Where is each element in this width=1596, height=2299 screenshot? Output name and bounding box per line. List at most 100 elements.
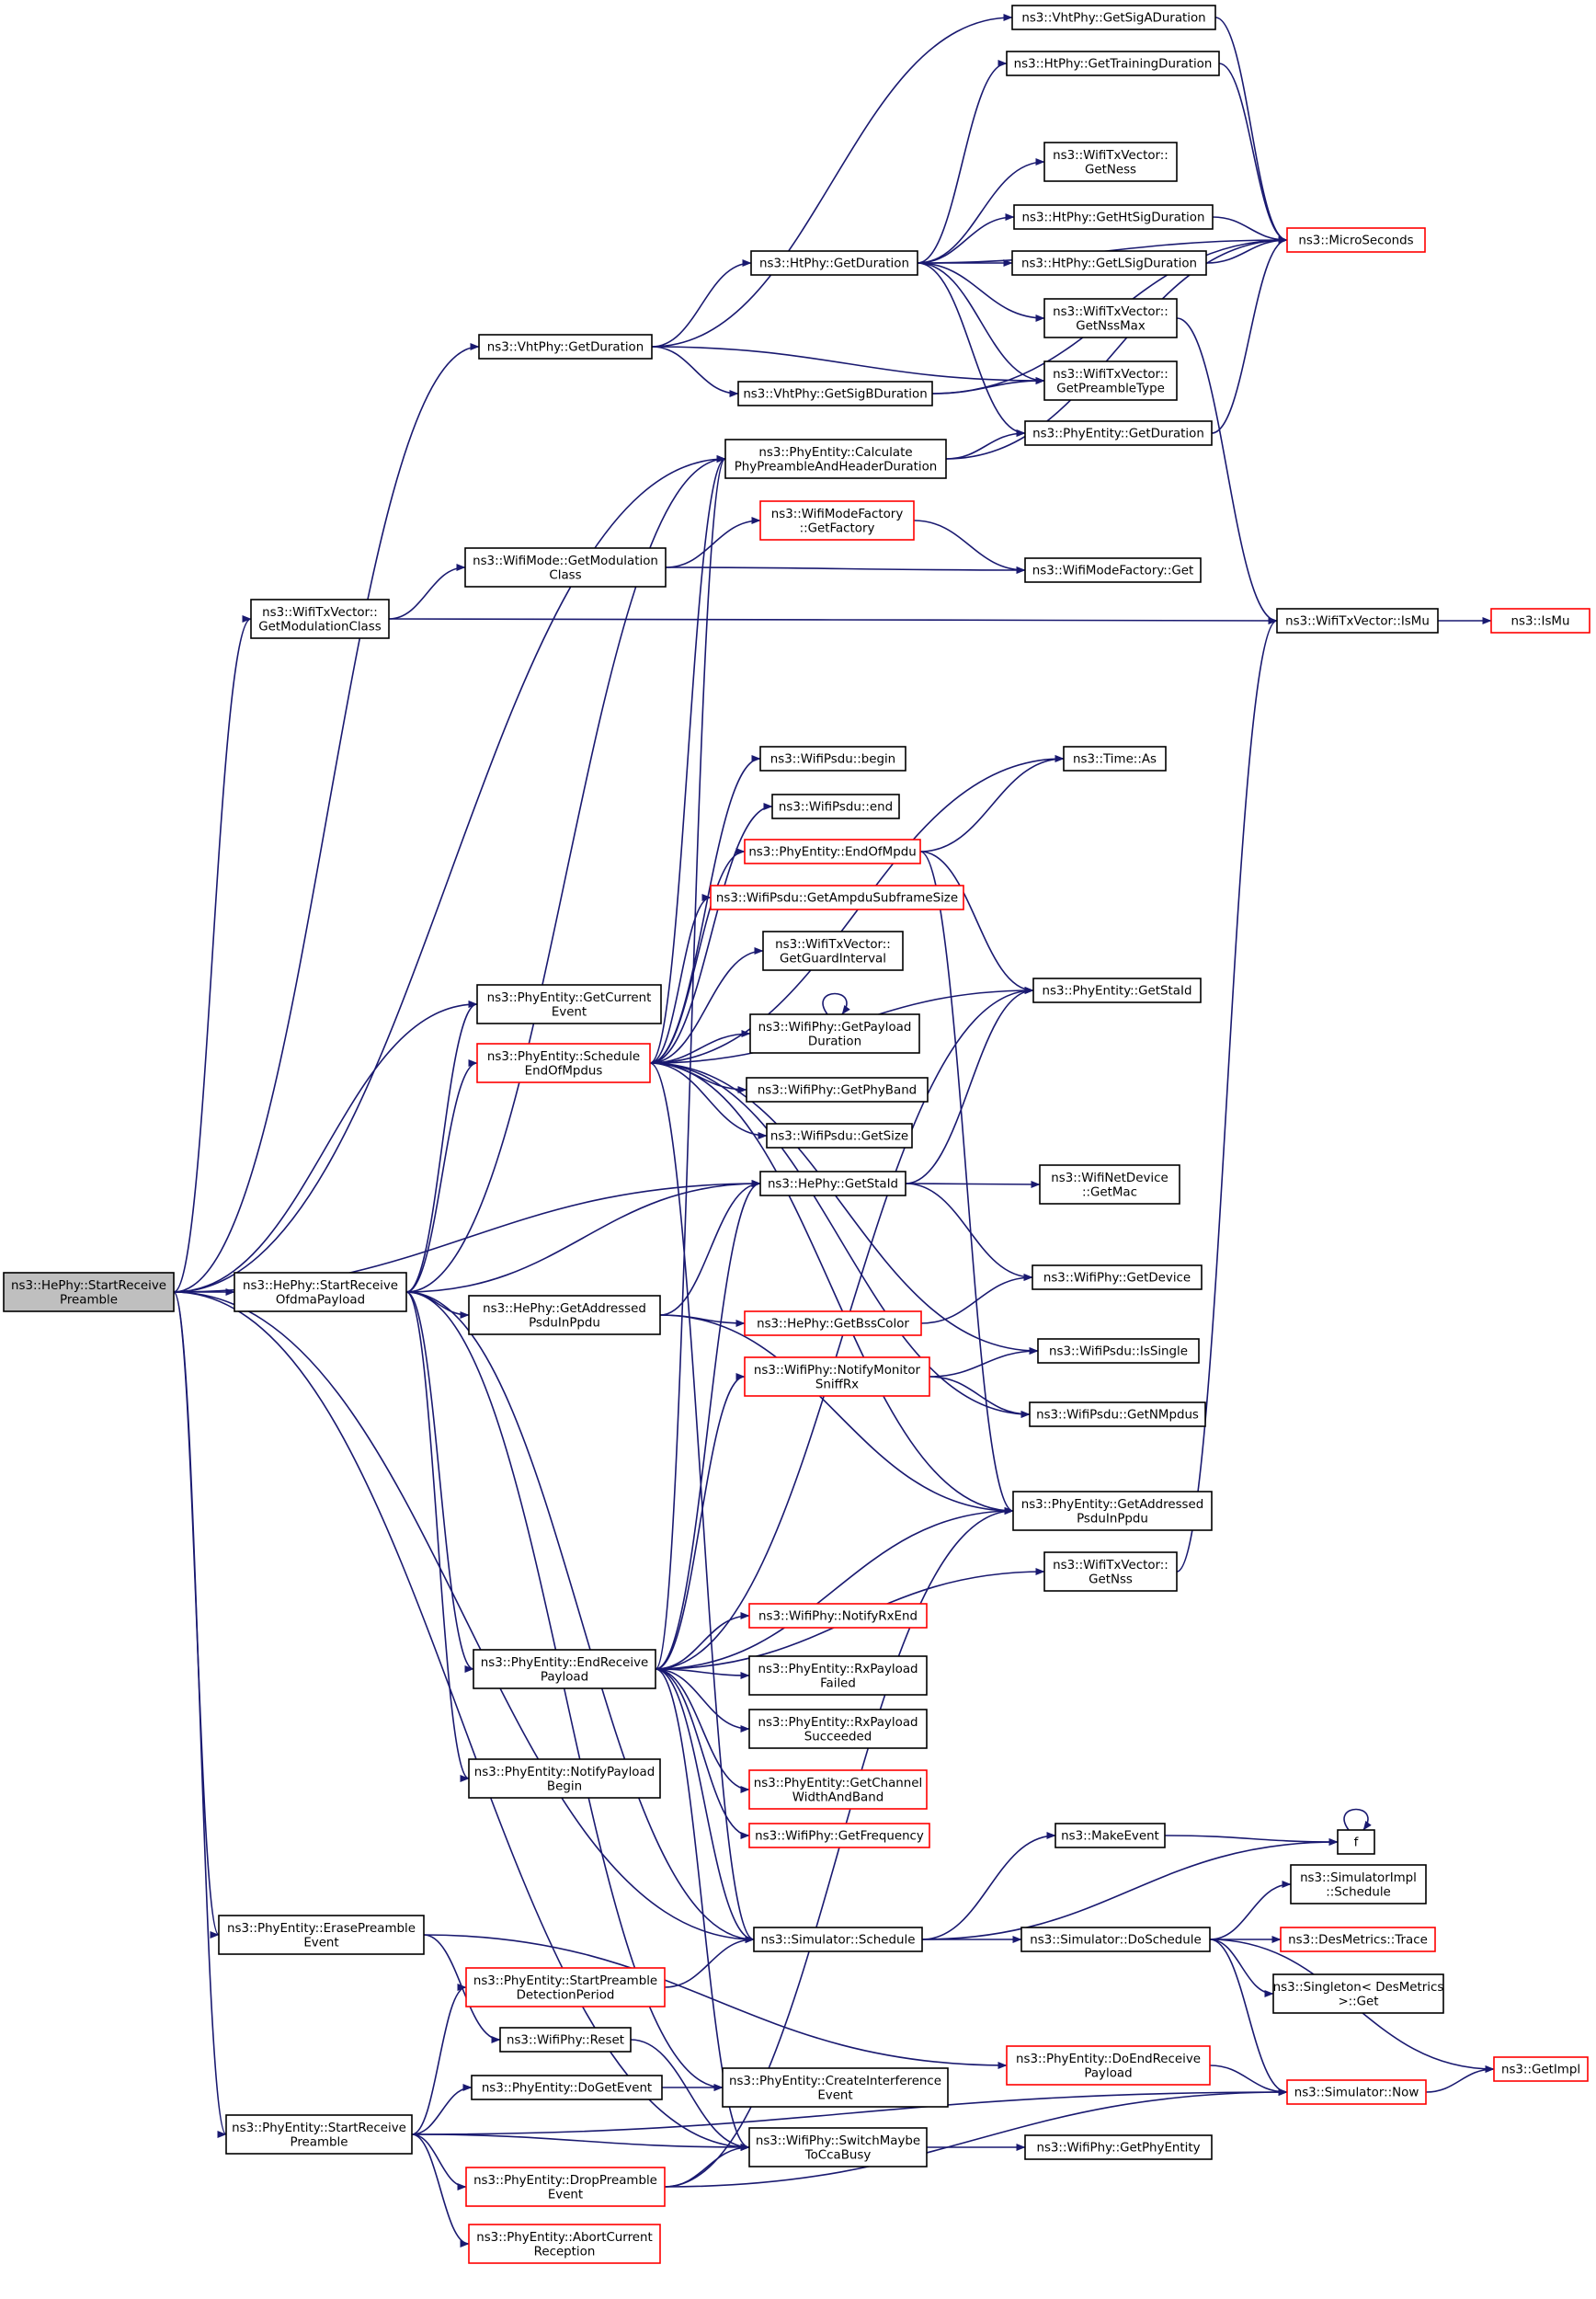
graph-node-gethtsig[interactable]: ns3::HtPhy::GetHtSigDuration <box>1013 204 1214 230</box>
graph-node-getbsscolor[interactable]: ns3::HePhy::GetBssColor <box>744 1310 922 1336</box>
node-box <box>1032 978 1202 1003</box>
node-label-line: ns3::WifiPhy::GetFrequency <box>755 1830 924 1844</box>
graph-node-desmetricstrace[interactable]: ns3::DesMetrics::Trace <box>1280 1927 1436 1952</box>
call-edge <box>917 158 1045 264</box>
graph-node-ampdusize[interactable]: ns3::WifiPsdu::GetAmpduSubframeSize <box>710 885 964 910</box>
graph-node-ismu[interactable]: ns3::IsMu <box>1490 608 1590 634</box>
node-box <box>1063 746 1167 772</box>
graph-node-timeas[interactable]: ns3::Time::As <box>1063 746 1167 772</box>
graph-node-getness[interactable]: ns3::WifiTxVector::GetNess <box>1043 142 1178 182</box>
graph-node-getlsig[interactable]: ns3::HtPhy::GetLSigDuration <box>1011 250 1207 276</box>
graph-node-guardinterval[interactable]: ns3::WifiTxVector::GetGuardInterval <box>762 931 904 971</box>
graph-node-hegetstaid[interactable]: ns3::HePhy::GetStaId <box>759 1171 906 1196</box>
call-edge <box>917 213 1015 264</box>
graph-node-vhtgetduration[interactable]: ns3::VhtPhy::GetDuration <box>478 334 653 360</box>
graph-node-f[interactable]: f <box>1337 1829 1375 1855</box>
graph-node-psdugetsize[interactable]: ns3::WifiPsdu::GetSize <box>766 1123 913 1149</box>
call-edge <box>411 2133 467 2190</box>
call-edge <box>649 1062 1039 1355</box>
node-label-line: ns3::WifiTxVector::IsMu <box>1285 615 1430 629</box>
graph-node-getsiga[interactable]: ns3::VhtPhy::GetSigADuration <box>1011 5 1216 30</box>
graph-node-getmac[interactable]: ns3::WifiNetDevice::GetMac <box>1039 1164 1180 1205</box>
graph-node-txgetmodclass[interactable]: ns3::WifiTxVector::GetModulationClass <box>250 599 390 639</box>
node-label-line: GetNess <box>1085 163 1136 177</box>
graph-node-factoryget[interactable]: ns3::WifiModeFactory::Get <box>1024 557 1202 583</box>
call-edge <box>921 1838 1339 1940</box>
graph-node-ismu-tx[interactable]: ns3::WifiTxVector::IsMu <box>1276 608 1439 634</box>
node-label-line: ns3::IsMu <box>1511 615 1570 629</box>
graph-node-getnssmax[interactable]: ns3::WifiTxVector::GetNssMax <box>1043 298 1178 338</box>
graph-node-issingle[interactable]: ns3::WifiPsdu::IsSingle <box>1037 1338 1200 1364</box>
call-edge <box>919 851 1034 994</box>
graph-node-getdevice[interactable]: ns3::WifiPhy::GetDevice <box>1032 1264 1203 1290</box>
graph-node-getnmpdus[interactable]: ns3::WifiPsdu::GetNMpdus <box>1029 1401 1206 1427</box>
node-box <box>476 1043 651 1083</box>
graph-node-gettraining[interactable]: ns3::HtPhy::GetTrainingDuration <box>1006 51 1220 76</box>
call-edge <box>411 2133 750 2151</box>
graph-node-makeevent[interactable]: ns3::MakeEvent <box>1054 1823 1166 1848</box>
call-edge <box>649 1062 755 1943</box>
graph-node-getnss[interactable]: ns3::WifiTxVector::GetNss <box>1043 1551 1178 1592</box>
node-label-line: Preamble <box>60 1293 118 1307</box>
node-label-line: ns3::WifiMode::GetModulation <box>473 555 658 568</box>
graph-node-notifyrxend[interactable]: ns3::WifiPhy::NotifyRxEnd <box>748 1603 928 1629</box>
graph-node-simimplschedule[interactable]: ns3::SimulatorImpl::Schedule <box>1290 1864 1427 1904</box>
graph-node-dogetevent[interactable]: ns3::PhyEntity::DoGetEvent <box>471 2075 663 2100</box>
call-edge <box>649 947 764 1064</box>
graph-node-getsigb[interactable]: ns3::VhtPhy::GetSigBDuration <box>737 381 933 406</box>
node-box <box>471 2075 663 2100</box>
graph-node-microseconds[interactable]: ns3::MicroSeconds <box>1286 227 1426 253</box>
call-edge <box>651 259 752 348</box>
graph-node-getphyband[interactable]: ns3::WifiPhy::GetPhyBand <box>746 1077 929 1103</box>
call-edge <box>655 1668 750 2151</box>
graph-node-getphyentity[interactable]: ns3::WifiPhy::GetPhyEntity <box>1024 2134 1213 2160</box>
graph-node-getfactory[interactable]: ns3::WifiModeFactory::GetFactory <box>759 500 915 541</box>
graph-node-endofmpdu[interactable]: ns3::PhyEntity::EndOfMpdu <box>744 839 921 864</box>
node-box <box>1290 1864 1427 1904</box>
node-label-line: ns3::Singleton< DesMetrics <box>1273 1981 1444 1995</box>
graph-node-psdubegin[interactable]: ns3::WifiPsdu::begin <box>759 746 906 772</box>
graph-node-getpreambletype[interactable]: ns3::WifiTxVector::GetPreambleType <box>1043 360 1178 401</box>
graph-node-singletonget[interactable]: ns3::Singleton< DesMetrics >::Get <box>1272 1973 1444 2014</box>
graph-node-simdoschedule[interactable]: ns3::Simulator::DoSchedule <box>1020 1927 1211 1952</box>
graph-node-psduend[interactable]: ns3::WifiPsdu::end <box>771 794 900 819</box>
call-edge <box>405 1059 478 1293</box>
graph-node-htgetduration[interactable]: ns3::HtPhy::GetDuration <box>750 250 918 276</box>
call-edge <box>630 2039 750 2151</box>
graph-node-getimpl[interactable]: ns3::GetImpl <box>1493 2056 1589 2082</box>
graph-node-wifiphyreset[interactable]: ns3::WifiPhy::Reset <box>499 2027 632 2053</box>
graph-node-phygetduration[interactable]: ns3::PhyEntity::GetDuration <box>1024 420 1213 446</box>
graph-node-phygetstaid[interactable]: ns3::PhyEntity::GetStaId <box>1032 978 1202 1003</box>
call-edge <box>405 455 726 1293</box>
node-label-line: Succeeded <box>804 1730 872 1744</box>
call-edge <box>649 1062 1031 1418</box>
graph-node-simschedule[interactable]: ns3::Simulator::Schedule <box>753 1927 923 1952</box>
graph-node-simnow[interactable]: ns3::Simulator::Now <box>1286 2079 1427 2105</box>
graph-node-calcpreamble[interactable]: ns3::PhyEntity::CalculatePhyPreambleAndH… <box>724 439 947 479</box>
call-edge <box>411 1984 467 2135</box>
graph-node-getmodclass[interactable]: ns3::WifiMode::GetModulationClass <box>464 547 667 588</box>
graph-node-getfrequency[interactable]: ns3::WifiPhy::GetFrequency <box>748 1823 930 1848</box>
graph-node-startpreambledetect[interactable]: ns3::PhyEntity::StartPreambleDetectionPe… <box>465 1967 666 2007</box>
